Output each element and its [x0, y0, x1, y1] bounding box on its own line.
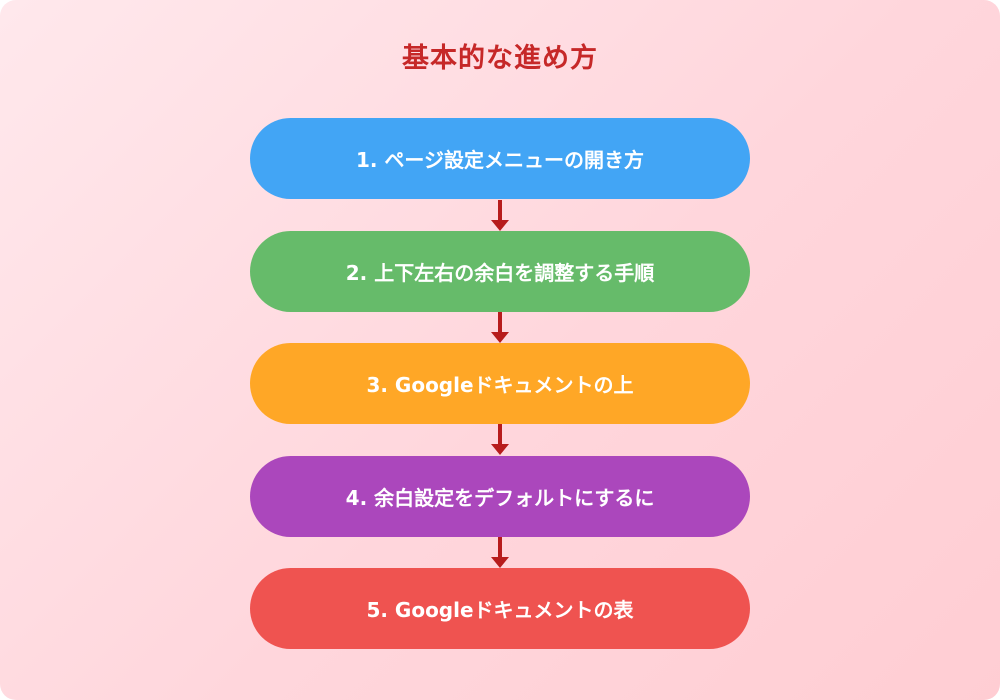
- arrow-head: [491, 220, 509, 231]
- arrow-head: [491, 332, 509, 343]
- arrow-head: [491, 444, 509, 455]
- step-5-node: 5. Googleドキュメントの表: [250, 568, 750, 649]
- step-5-label: 5. Googleドキュメントの表: [366, 598, 634, 622]
- step-1-label: 1. ページ設定メニューの開き方: [355, 148, 645, 172]
- arrow-shaft: [498, 424, 502, 446]
- step-2-node: 2. 上下左右の余白を調整する手順: [250, 231, 750, 312]
- diagram-title: 基本的な進め方: [402, 43, 598, 74]
- arrow-shaft: [498, 537, 502, 559]
- step-2-label: 2. 上下左右の余白を調整する手順: [345, 261, 655, 285]
- arrow-down-icon: [491, 537, 509, 569]
- step-4-label: 4. 余白設定をデフォルトにするに: [345, 486, 655, 510]
- arrow-down-icon: [491, 312, 509, 344]
- arrow-head: [491, 557, 509, 568]
- arrow-down-icon: [491, 424, 509, 456]
- arrow-down-icon: [491, 200, 509, 232]
- arrow-shaft: [498, 200, 502, 222]
- step-3-node: 3. Googleドキュメントの上: [250, 343, 750, 424]
- arrow-shaft: [498, 312, 502, 334]
- step-1-node: 1. ページ設定メニューの開き方: [250, 118, 750, 199]
- step-3-label: 3. Googleドキュメントの上: [366, 373, 634, 397]
- step-4-node: 4. 余白設定をデフォルトにするに: [250, 456, 750, 537]
